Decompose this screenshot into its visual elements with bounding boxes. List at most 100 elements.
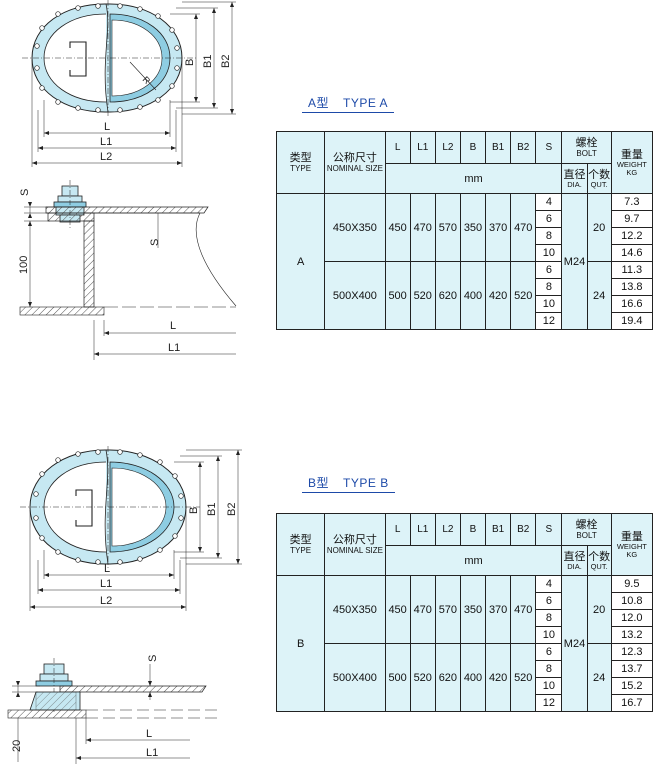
cell-l: 450	[384, 193, 411, 262]
dim-label-s: S	[147, 655, 159, 662]
header-l1: L1	[409, 513, 436, 546]
type-cell: B	[275, 575, 326, 712]
cell-weight: 9.7	[610, 210, 654, 228]
cell-s: 10	[535, 244, 563, 262]
table-row: 8 13.8	[277, 278, 654, 296]
cell-s: 6	[535, 592, 563, 610]
nominal-cell: 450X350	[324, 575, 386, 644]
cell-l: 500	[384, 261, 411, 330]
cell-b1: 370	[485, 193, 512, 262]
table-row: 10 15.2	[277, 677, 654, 695]
dim-label-l1: L1	[146, 747, 158, 759]
dim-label-l: L	[146, 728, 152, 740]
cell-l1: 520	[409, 643, 436, 712]
cell-l2: 570	[434, 193, 461, 262]
dim-label-l: L	[104, 121, 110, 133]
cell-s: 4	[535, 193, 563, 211]
nominal-cell: 450X350	[324, 193, 386, 262]
technical-drawings: L L1 L2 R B B1 B2	[7, 0, 242, 764]
cell-l2: 570	[434, 575, 461, 644]
cell-b1: 420	[485, 261, 512, 330]
cell-s: 12	[535, 694, 563, 712]
header-l1: L1	[409, 131, 436, 164]
dim-label-b1: B1	[206, 503, 218, 516]
header-mm: mm	[384, 545, 563, 576]
header-s: S	[535, 131, 563, 164]
type-cell: A	[275, 193, 326, 330]
cell-weight: 13.8	[610, 278, 654, 296]
dim-label-l2: L2	[100, 595, 112, 607]
section-view-b: S 20 L L1	[7, 655, 218, 764]
cell-l1: 470	[409, 575, 436, 644]
dim-label-l1: L1	[100, 136, 112, 148]
dim-label-l2: L2	[100, 151, 112, 163]
table-row: 6 9.7	[277, 210, 654, 228]
header-b: B	[459, 513, 487, 546]
dim-label-b1: B1	[202, 55, 214, 68]
header-b2: B2	[510, 513, 537, 546]
header-l2: L2	[434, 513, 461, 546]
cell-s: 6	[535, 210, 563, 228]
cell-l1: 520	[409, 261, 436, 330]
table-row: 10 14.6	[277, 244, 654, 262]
plan-view-b: L L1 L2 B B1 B2	[20, 446, 242, 611]
cell-b1: 370	[485, 575, 512, 644]
header-l: L	[384, 513, 411, 546]
cell-qty: 20	[586, 193, 612, 262]
cell-s: 6	[535, 261, 563, 279]
cell-weight: 13.7	[610, 660, 654, 678]
dim-label-height: 20	[11, 740, 23, 752]
table-row: 8 12.2	[277, 227, 654, 245]
cell-s: 12	[535, 312, 563, 330]
cell-s: 8	[535, 609, 563, 627]
cell-b: 400	[459, 643, 487, 712]
cell-b2: 520	[510, 643, 537, 712]
cell-b: 350	[459, 575, 487, 644]
cell-b2: 470	[510, 193, 537, 262]
cell-s: 8	[535, 227, 563, 245]
title-cn: A型	[308, 96, 330, 110]
dim-label-b2: B2	[220, 55, 232, 68]
dim-label-l1: L1	[168, 342, 180, 354]
cell-b1: 420	[485, 643, 512, 712]
table-row: 12 16.7	[277, 694, 654, 712]
cell-weight: 13.2	[610, 626, 654, 644]
dim-label-s-side: S	[149, 239, 161, 246]
title-en: TYPE B	[343, 476, 389, 490]
dim-label-b2: B2	[226, 503, 238, 516]
dim-label-l: L	[104, 563, 110, 575]
table-row: 8 13.7	[277, 660, 654, 678]
cell-weight: 12.2	[610, 227, 654, 245]
cell-weight: 7.3	[610, 193, 654, 211]
cell-l2: 620	[434, 643, 461, 712]
header-s: S	[535, 513, 563, 546]
cell-b2: 520	[510, 261, 537, 330]
cell-l: 500	[384, 643, 411, 712]
dim-label-height: 100	[18, 256, 30, 274]
cell-dia: M24	[561, 575, 588, 712]
dim-label-l1: L1	[100, 578, 112, 590]
table-row: 500X400 500 520 620 400 420 520 6 24 12.…	[277, 643, 654, 712]
header-b1: B1	[485, 131, 512, 164]
plan-view-a: L L1 L2 R B B1 B2	[22, 0, 236, 167]
nominal-cell: 500X400	[324, 643, 386, 712]
cell-s: 10	[535, 626, 563, 644]
table-row: A 450X350 450 470 570 350 370 470 4 M24 …	[275, 193, 654, 330]
cell-qty: 24	[586, 643, 612, 712]
cell-weight: 15.2	[610, 677, 654, 695]
table-row: 12 19.4	[277, 312, 654, 330]
header-l: L	[384, 131, 411, 164]
cell-weight: 10.8	[610, 592, 654, 610]
cell-s: 10	[535, 295, 563, 313]
cell-weight: 19.4	[610, 312, 654, 330]
